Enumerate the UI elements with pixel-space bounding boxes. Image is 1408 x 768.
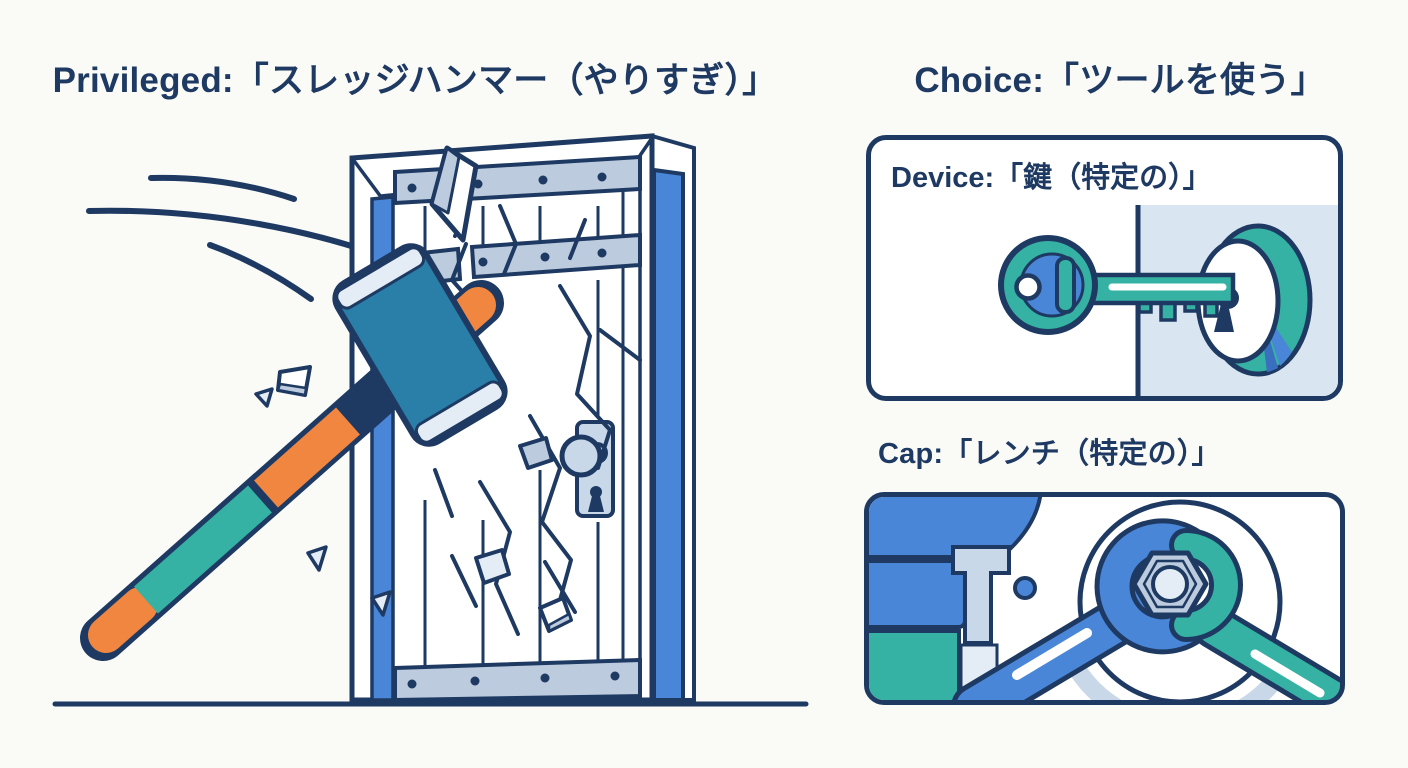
door-strap-bottom [393,657,642,703]
choice-title: Choice:「ツールを使う」 [914,61,1326,100]
sledgehammer-door-illustration [52,133,809,707]
sledgehammer-icon [80,243,508,661]
privileged-title: Privileged:「スレッジハンマー（やりすぎ）」 [52,61,778,100]
key-icon [998,235,1236,335]
wrench-nut-illustration [869,497,1340,700]
door-planks [423,176,625,666]
cap-card-title: Cap:「レンチ（特定の）」 [878,438,1221,470]
wrench-teal-icon [1169,528,1340,700]
machinery-blocks [869,497,1043,700]
key-in-lock-illustration [998,205,1338,396]
hammer-head-icon [332,243,508,447]
device-card-title: Device:「鍵（特定の）」 [891,162,1212,194]
cap-card [864,492,1345,705]
nut-icon [1131,550,1209,618]
lock-cylinder-icon [1195,223,1313,377]
wrench-blue-icon [952,518,1211,700]
debris-shards [254,145,573,633]
device-card: Device:「鍵（特定の）」 [866,135,1343,401]
